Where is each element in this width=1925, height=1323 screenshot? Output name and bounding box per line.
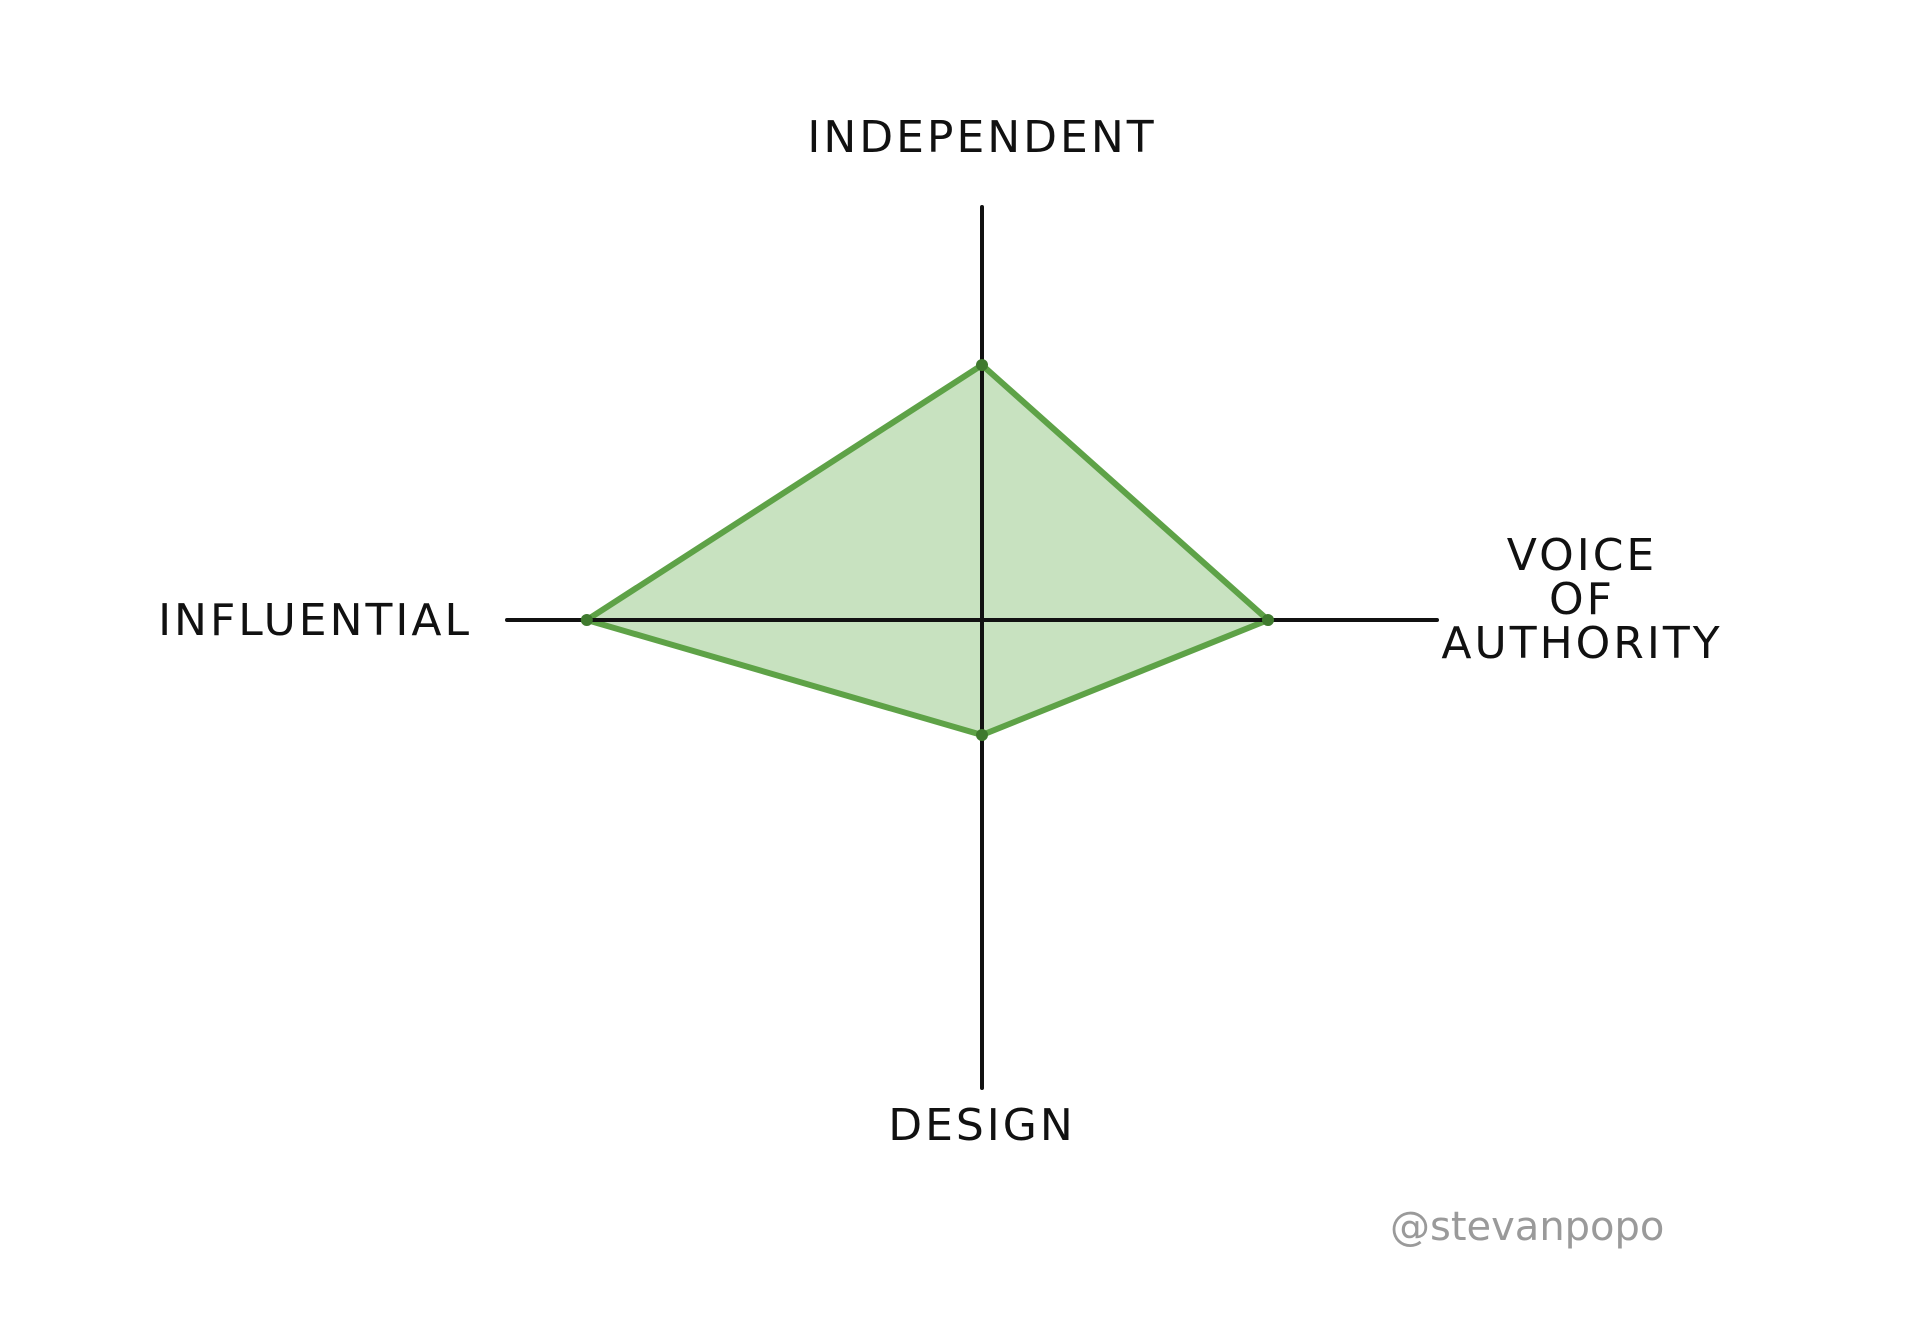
- axis-label-line: INDEPENDENT: [807, 112, 1156, 163]
- axis-label-line: INFLUENTIAL: [158, 595, 472, 646]
- axis-label-line: VOICE: [1507, 530, 1657, 581]
- axis-label-line: AUTHORITY: [1441, 618, 1722, 669]
- axis-label-line: OF: [1549, 574, 1615, 625]
- vertex-top: [976, 359, 988, 371]
- axis-label-line: DESIGN: [888, 1100, 1076, 1151]
- vertex-bottom: [976, 729, 988, 741]
- axis-label-independent: INDEPENDENT: [807, 112, 1156, 163]
- vertex-right: [1262, 614, 1274, 626]
- value-polygon: [583, 362, 1271, 738]
- axis-label-design: DESIGN: [888, 1100, 1076, 1151]
- vertex-group: [580, 359, 1274, 741]
- author-credit: @stevanpopo: [1390, 1204, 1664, 1250]
- vertex-left: [580, 614, 593, 626]
- axis-label-influential: INFLUENTIAL: [158, 595, 472, 646]
